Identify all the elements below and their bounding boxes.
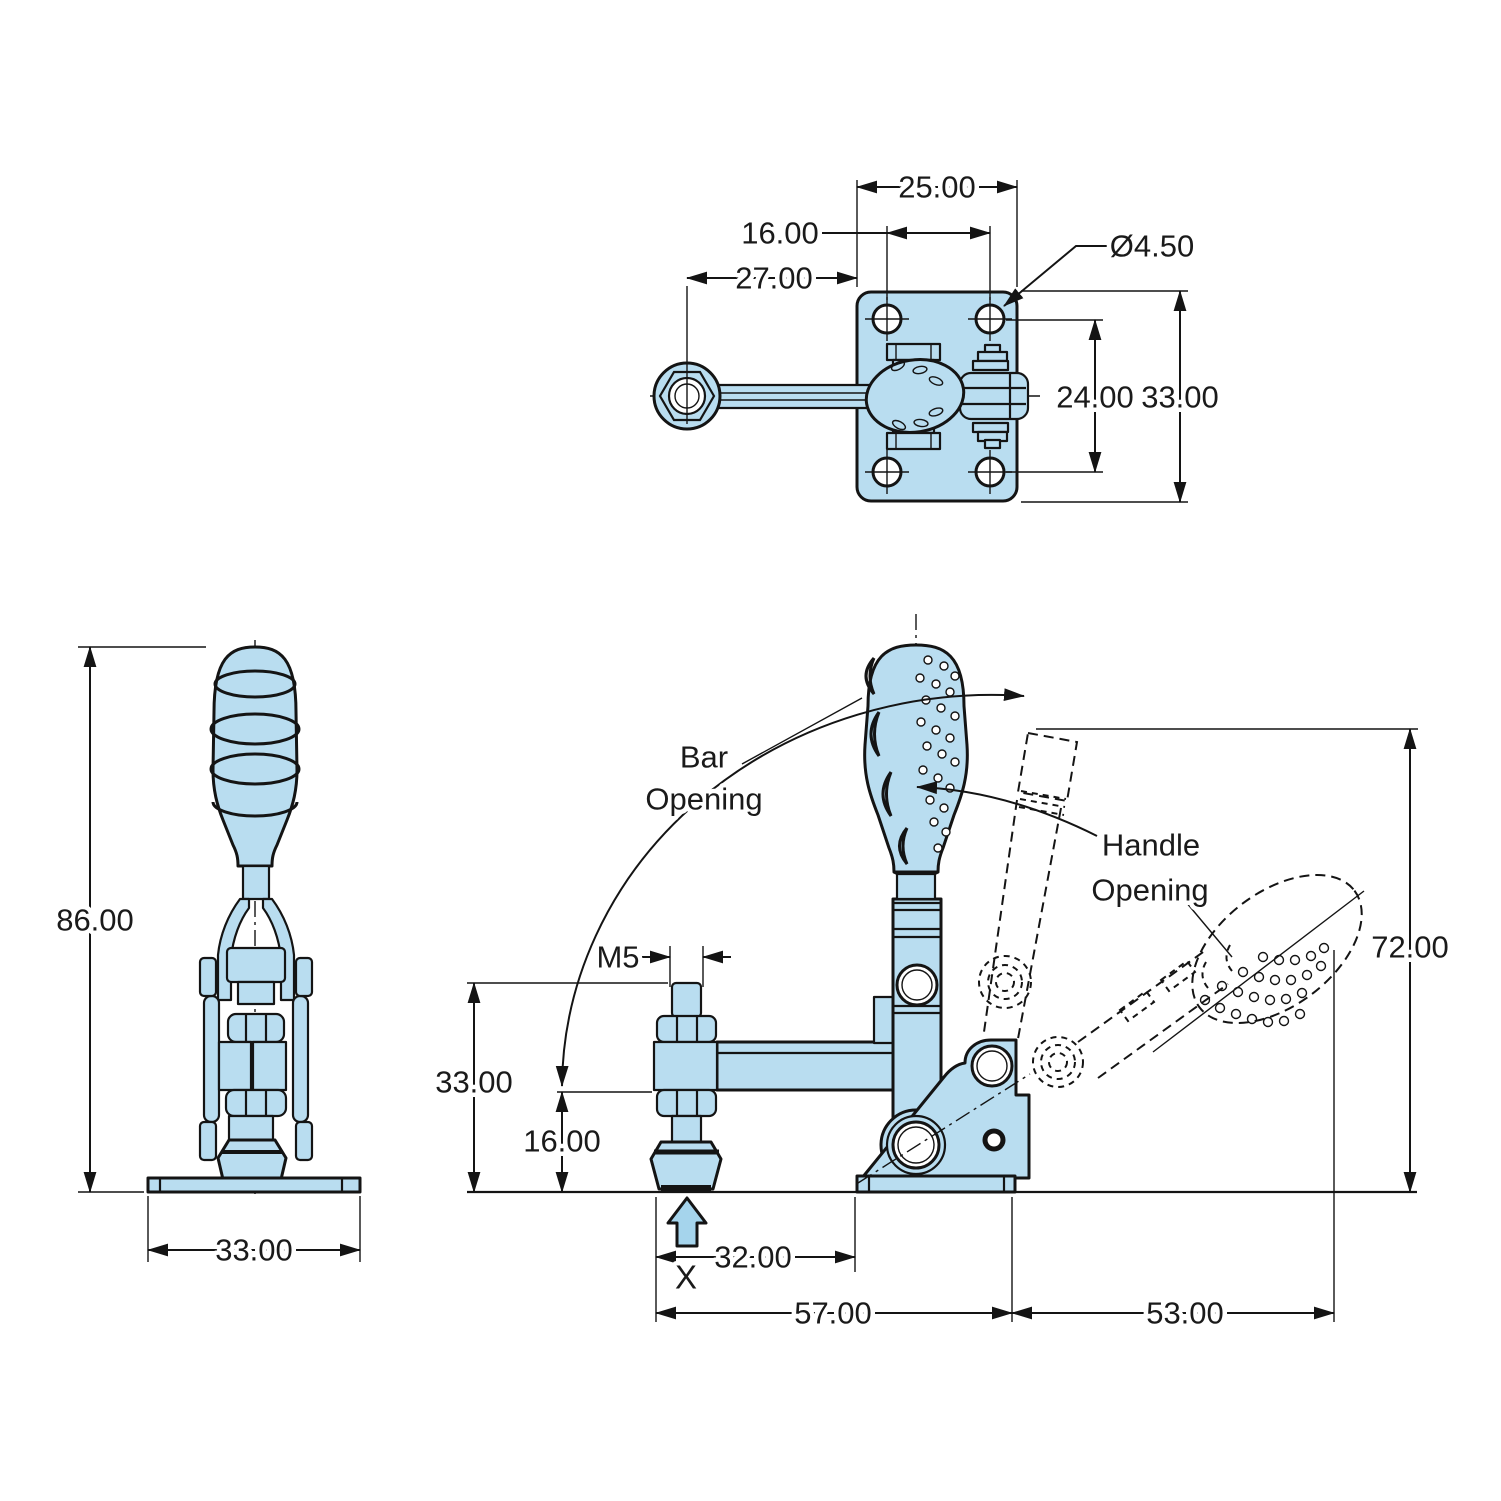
side-view: 86.00 33.00 (52, 640, 362, 1272)
spindle-block-left (217, 1040, 253, 1092)
handle-swing-arc (916, 781, 1098, 837)
open-grip-outline (1191, 873, 1363, 1025)
lever-hole (895, 963, 939, 1007)
side-link-left (202, 994, 221, 1124)
hex-nut-upper (226, 1012, 286, 1044)
open-height-label: 72.00 (1371, 930, 1449, 965)
side-link-right (291, 994, 310, 1124)
bar-neck (236, 980, 276, 1006)
hole-diameter-label: Ø4.50 (1110, 229, 1194, 264)
spindle-hex (658, 370, 716, 422)
force-direction-arrow (666, 1196, 708, 1248)
total-height-label: 86.00 (56, 903, 134, 938)
hole-spacing-y-label: 24.00 (1056, 380, 1134, 415)
rivet-tab (198, 1120, 218, 1162)
spindle-stud-bottom (670, 1114, 703, 1144)
yoke-right (261, 897, 296, 1002)
bar-opening-label-2: Opening (645, 782, 762, 817)
dim-spindle-to-body (655, 1197, 856, 1322)
grip-stem (895, 872, 937, 901)
dim-spindle-span (655, 1197, 1013, 1322)
t-slot-lower (885, 431, 942, 451)
base-flange (146, 1176, 362, 1194)
mounting-holes (865, 297, 1012, 494)
rivet-tab (198, 956, 218, 998)
stud-lower (983, 438, 1002, 450)
pivot-centerline (857, 1073, 1031, 1184)
clamp-height-max-label: 33.00 (435, 1065, 513, 1100)
spindle-column (227, 1114, 275, 1142)
clamp-height-min-label: 16.00 (523, 1124, 601, 1159)
bar-opening-label-1: Bar (680, 740, 728, 775)
dim-total-height (78, 646, 206, 1193)
dim-spindle-offset (686, 271, 858, 368)
open-handle-position (1077, 873, 1365, 1079)
rubber-tip (649, 1140, 723, 1191)
rivet-tab (294, 956, 314, 998)
clamp-bar-top (698, 383, 872, 410)
spindle-nut-top (655, 1014, 718, 1044)
open-bar-position (978, 731, 1084, 1088)
handle-opening-leader (1185, 901, 1233, 958)
handle-opening-label-2: Opening (1091, 873, 1208, 908)
bar-block (225, 946, 287, 984)
dim-handle-reach (1011, 950, 1335, 1322)
open-grip-centerline (1152, 890, 1365, 1053)
dim-clamp-height-max (467, 982, 668, 1193)
hex-nut-lower (224, 1088, 288, 1118)
spindle-offset-label: 27.00 (735, 261, 813, 296)
spindle-block (652, 1040, 719, 1092)
spindle-span-label: 57.00 (794, 1296, 872, 1331)
small-rivet (982, 1128, 1006, 1152)
toggle-pivot (970, 1044, 1014, 1088)
open-grip-dimples (1199, 942, 1330, 1028)
dim-hole-spacing-y (1006, 319, 1103, 473)
spindle-to-body-label: 32.00 (714, 1240, 792, 1275)
pivot-rivet (891, 1120, 941, 1170)
spindle-assembly (649, 981, 723, 1191)
yoke-left (216, 897, 251, 1002)
knob-dimples (890, 360, 944, 431)
dim-base-width (147, 1196, 361, 1262)
spindle-block-right (251, 1040, 288, 1092)
bar-bracket (872, 995, 896, 1045)
plate-width-label: 25.00 (898, 170, 976, 205)
dim-thread (642, 946, 731, 987)
dim-hole-spacing-x (820, 226, 991, 300)
spindle-stud-top (670, 981, 703, 1019)
thread-label: M5 (596, 940, 639, 975)
dim-hole-diameter-leader (1003, 245, 1108, 307)
dim-plate-height (1021, 290, 1188, 503)
handle-reach-label: 53.00 (1146, 1296, 1224, 1331)
bar-swing-arc (555, 688, 1025, 1087)
rivet-tab (294, 1120, 314, 1162)
dim-open-height (1036, 728, 1418, 1193)
base-width-label: 33.00 (215, 1233, 293, 1268)
bar-end (958, 371, 1030, 421)
bar-opening-leader (741, 697, 863, 765)
force-point-label: X (675, 1259, 697, 1296)
handle-stem (241, 864, 271, 901)
plate-height-label: 33.00 (1141, 380, 1219, 415)
front-view: M5 33.00 16.00 32.00 57.00 53.00 72.00 B… (431, 614, 1453, 1335)
spindle-nut-bottom (655, 1088, 718, 1118)
hole-spacing-x-label: 16.00 (741, 216, 819, 251)
base-plate (855, 1174, 1017, 1194)
handle-grip-side (211, 645, 299, 868)
handle-opening-label-1: Handle (1102, 828, 1200, 863)
top-view: 25.00 16.00 27.00 Ø4.50 24.00 33.00 (650, 165, 1223, 503)
dim-clamp-height-min (555, 1091, 652, 1193)
grip-ribs (209, 669, 301, 818)
clamp-bar (715, 1040, 895, 1092)
t-slot-upper (885, 342, 942, 362)
